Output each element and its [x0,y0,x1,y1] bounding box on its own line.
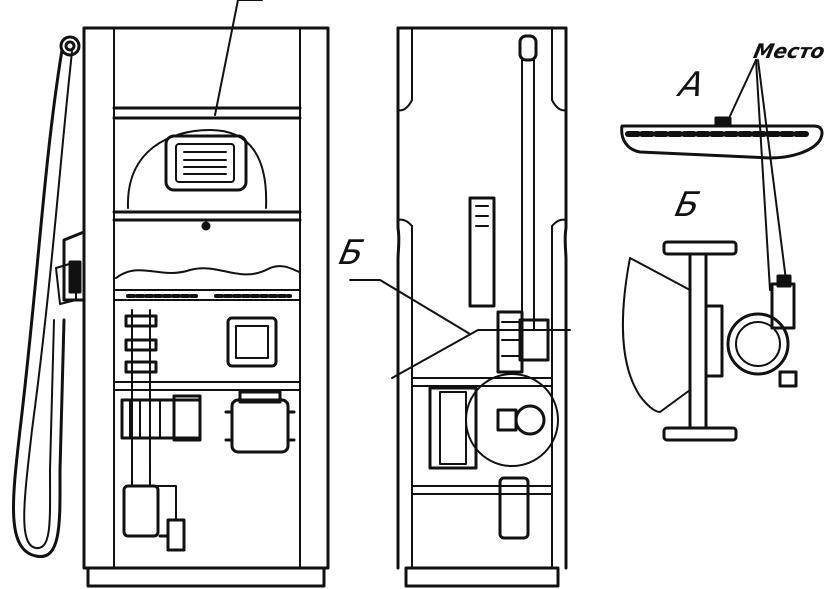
label-view-b: Б [672,185,704,225]
view-a-detail [620,59,824,291]
label-view-a: А [674,65,708,105]
label-place: Место [751,39,824,63]
view-b-detail [621,240,798,442]
dispenser-side-view [349,26,571,588]
dispenser-front-view [12,0,330,588]
label-callout-b: Б [336,233,368,273]
